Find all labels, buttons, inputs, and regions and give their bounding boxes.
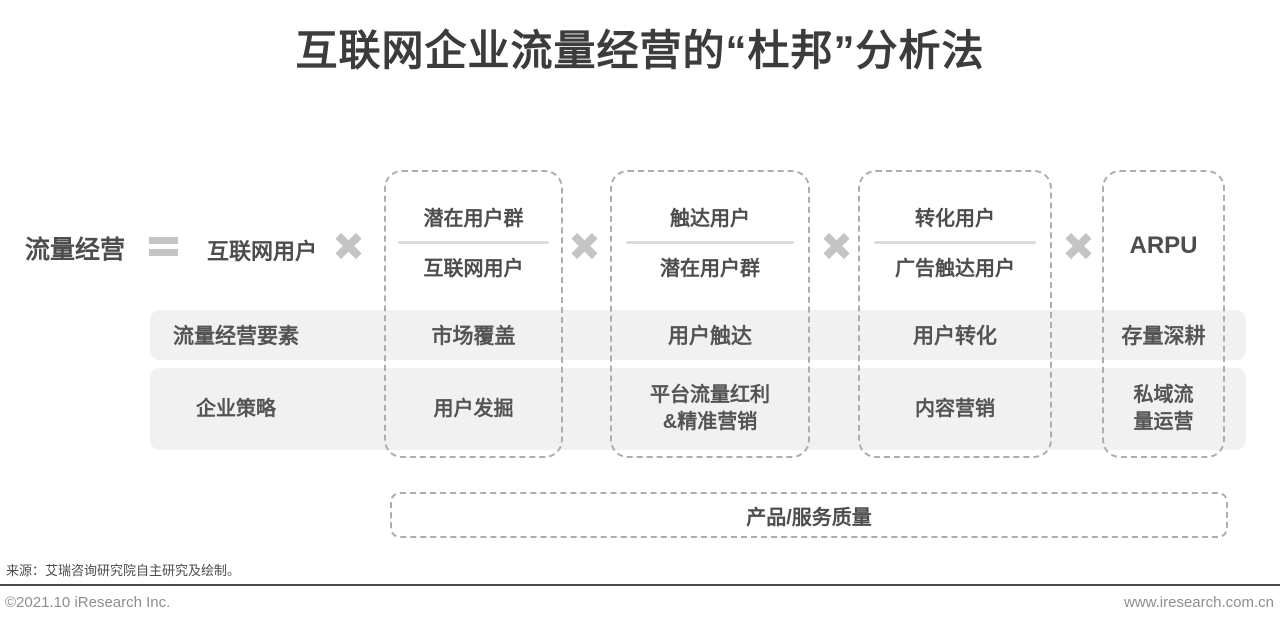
elements-value-1: 市场覆盖: [431, 325, 516, 348]
source-note: 来源：艾瑞咨询研究院自主研究及绘制。: [6, 563, 241, 578]
formula-last-term: ARPU: [1129, 232, 1198, 259]
elements-value-3: 用户转化: [913, 325, 997, 348]
factor-box-user-conversion: [858, 170, 1052, 458]
fraction-converted-users: 转化用户 广告触达用户: [858, 170, 1052, 294]
fraction-numerator: 转化用户: [915, 208, 995, 230]
product-service-quality-label: 产品/服务质量: [746, 506, 872, 529]
website-url: www.iresearch.com.cn: [1123, 594, 1274, 611]
fraction-reached-users: 触达用户 潜在用户群: [610, 170, 810, 294]
multiply-icon: [823, 232, 850, 259]
multiply-icon: [335, 232, 362, 259]
fraction-divider: [873, 241, 1037, 244]
footer-divider: [0, 584, 1280, 586]
strategy-value-4: 私域流 量运营: [1133, 384, 1194, 433]
fraction-divider: [626, 241, 794, 244]
strategy-value-3: 内容营销: [915, 397, 995, 420]
product-service-quality-box: 产品/服务质量: [390, 492, 1228, 538]
equals-icon: [149, 237, 178, 256]
formula-result-label: 流量经营: [24, 236, 125, 264]
fraction-divider: [398, 241, 549, 244]
factor-box-user-reach: [610, 170, 810, 458]
fraction-numerator: 潜在用户群: [423, 208, 524, 230]
fraction-denominator: 互联网用户: [423, 258, 524, 280]
multiply-icon: [571, 232, 598, 259]
elements-row-label: 流量经营要素: [173, 325, 299, 348]
multiply-icon: [1065, 232, 1092, 259]
elements-value-2: 用户触达: [668, 325, 752, 348]
strategy-value-1: 用户发掘: [433, 397, 514, 420]
fraction-denominator: 广告触达用户: [895, 258, 1015, 280]
fraction-potential-users: 潜在用户群 互联网用户: [384, 170, 563, 294]
factor-box-market-coverage: [384, 170, 563, 458]
strategy-value-2: 平台流量红利 &精准营销: [650, 384, 770, 433]
strategy-row-band: [150, 368, 1246, 450]
formula-first-term: 互联网用户: [206, 239, 317, 264]
fraction-denominator: 潜在用户群: [660, 258, 760, 280]
factor-box-arpu: [1102, 170, 1225, 458]
elements-value-4: 存量深耕: [1121, 325, 1206, 348]
elements-row-band: [150, 310, 1246, 360]
page-title: 互联网企业流量经营的“杜邦”分析法: [295, 27, 985, 74]
fraction-numerator: 触达用户: [670, 208, 750, 230]
strategy-row-label: 企业策略: [196, 397, 276, 420]
copyright-text: ©2021.10 iResearch Inc.: [5, 594, 171, 611]
